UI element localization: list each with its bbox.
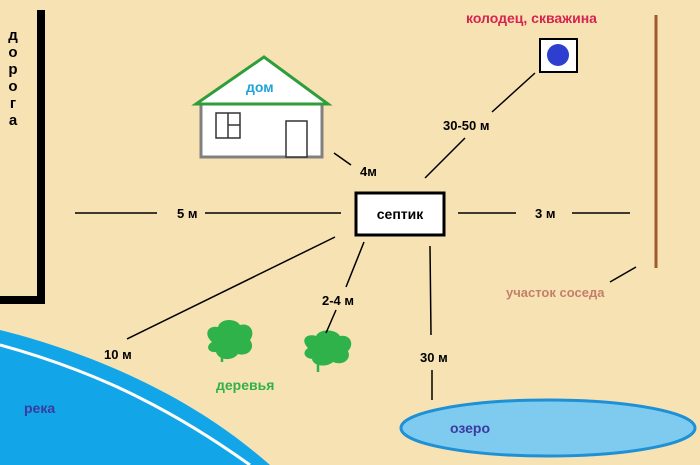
house-roof [191,55,333,106]
road-label-letter: о [8,44,17,61]
lake-label: озеро [450,420,490,436]
river [0,330,270,465]
line-trees-lower [325,309,337,334]
distance-road: 5 м [177,206,197,221]
neighbor-label: участок соседа [506,285,605,300]
neighbor-pointer-line [609,266,637,283]
line-well-upper [491,72,536,113]
line-trees-upper [345,241,365,288]
road-label-letter: г [10,95,16,112]
road-label-letter: р [8,61,17,78]
house-label: дом [246,79,274,95]
distance-neighbor: 3 м [535,206,555,221]
well-label: колодец, скважина [466,10,597,26]
river-highlight [0,343,251,465]
house: дом [191,55,333,159]
line-well-lower [424,137,466,179]
distance-trees: 2-4 м [322,293,354,308]
line-river [126,236,336,340]
distance-river: 10 м [104,347,132,362]
septic-box [354,191,446,237]
river-label: река [24,400,55,416]
trees-label: деревья [216,377,274,393]
road-line [0,10,45,304]
distance-house: 4м [360,164,377,179]
road-label-letter: а [9,112,18,129]
tree-right [304,330,352,372]
lake [399,398,697,458]
distance-lake: 30 м [420,350,448,365]
road-label-letter: д [8,27,18,44]
distance-lines [75,72,630,400]
house-door [285,120,308,158]
distance-well: 30-50 м [443,118,489,133]
tree-left [207,319,253,362]
well-icon [547,44,569,66]
line-house [333,152,352,166]
septic-label: септик [377,206,424,222]
road-label-letter: о [8,78,17,95]
line-lake-upper [429,245,432,336]
